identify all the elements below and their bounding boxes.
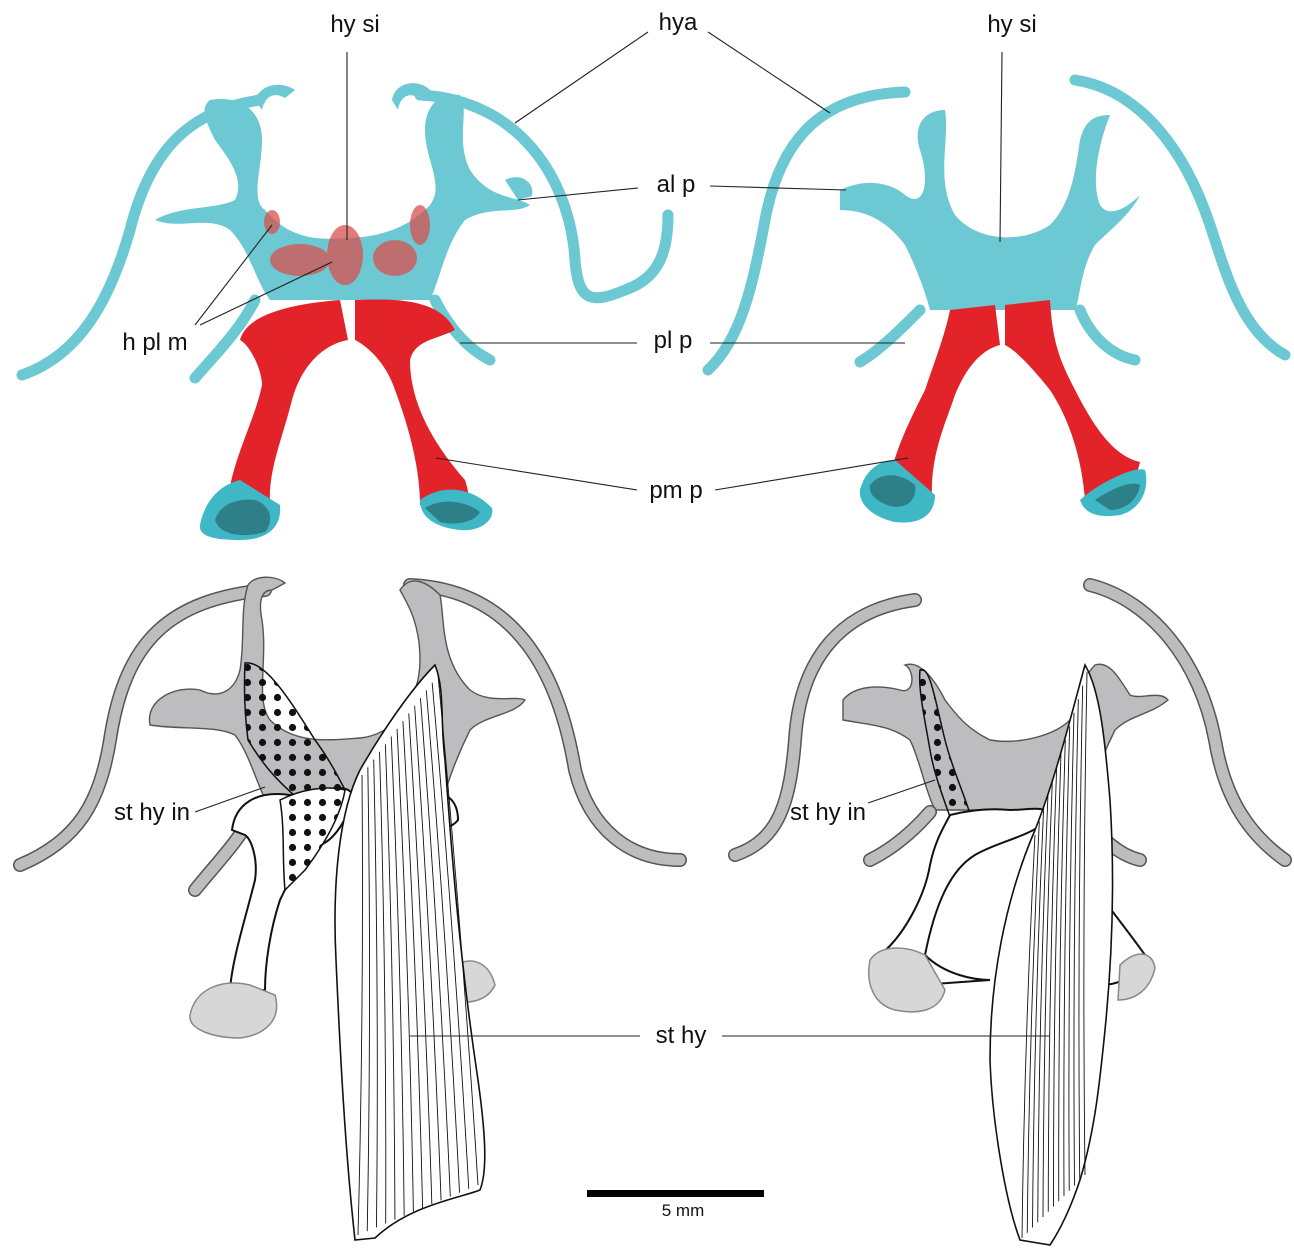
label-hy-si-left: hy si xyxy=(330,11,379,38)
colored-hyoid-left xyxy=(22,83,668,540)
posterior-process-rr-right xyxy=(1080,310,1135,360)
label-st-hy-in-right: st hy in xyxy=(790,799,866,826)
tip-gray-rr-left xyxy=(869,948,945,1012)
gray-posterior-rr-left xyxy=(870,812,930,860)
drawing-hyoid-left xyxy=(20,577,680,1240)
label-hya: hya xyxy=(659,9,698,36)
drawing-hyoid-right xyxy=(735,585,1285,1245)
label-h-pl-m: h pl m xyxy=(122,329,187,356)
label-al-p: al p xyxy=(657,171,696,198)
scale-bar: 5 mm xyxy=(587,1190,764,1220)
tip-gray-rr-right xyxy=(1118,954,1155,1000)
interhyal-dotted-left-lower xyxy=(280,788,345,890)
gray-body-right xyxy=(843,664,1168,810)
label-pm-p: pm p xyxy=(649,477,702,504)
tip-gray-left xyxy=(190,983,277,1038)
pleural-process-rr-right-red xyxy=(1005,300,1140,500)
colored-hyoid-right xyxy=(708,80,1285,523)
pleural-process-left-red xyxy=(228,300,348,505)
scale-bar-line xyxy=(587,1190,764,1197)
posterior-process-rr-left xyxy=(860,310,920,362)
hook-left xyxy=(255,85,295,110)
label-pl-p: pl p xyxy=(654,327,693,354)
label-st-hy: st hy xyxy=(656,1022,707,1049)
label-hy-si-right: hy si xyxy=(987,11,1036,38)
pleural-process-right-red xyxy=(355,299,468,505)
leader-lines xyxy=(195,32,1050,1036)
hyale-right-left-arc xyxy=(708,92,905,370)
label-st-hy-in-left: st hy in xyxy=(114,799,190,826)
alar-process-left xyxy=(505,177,532,200)
scale-bar-label: 5 mm xyxy=(662,1201,705,1220)
hyoid-body-right xyxy=(840,110,1140,310)
